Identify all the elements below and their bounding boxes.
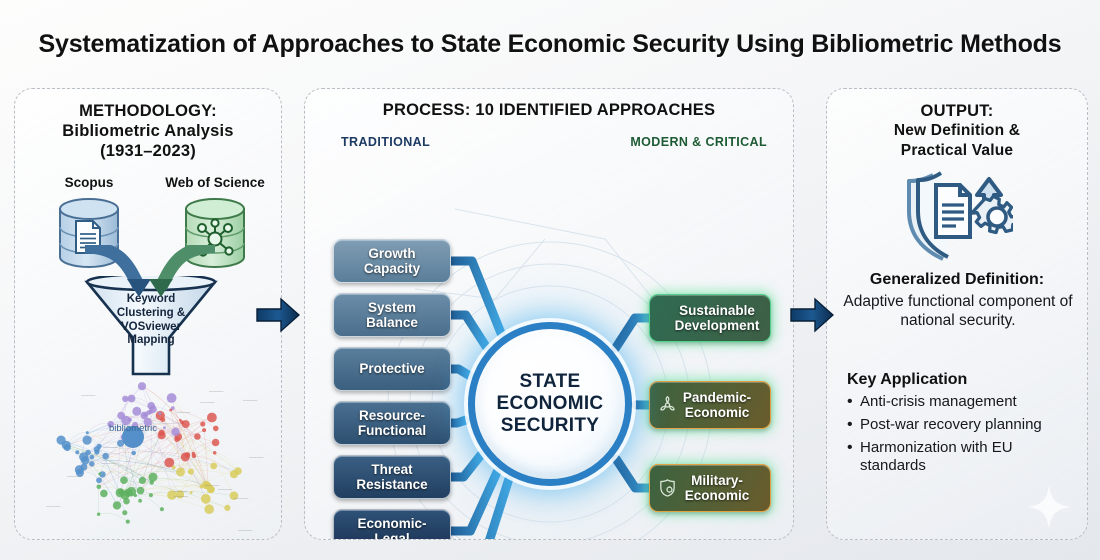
svg-text:————: ————: [249, 455, 264, 459]
definition-body: Adaptive functional component of nationa…: [843, 293, 1073, 330]
svg-text:————: ————: [218, 487, 233, 491]
approach-label-line1: Military-: [691, 472, 743, 488]
scopus-label: Scopus: [64, 175, 114, 190]
approach-label-line1: Growth: [368, 245, 416, 261]
svg-text:————: ————: [234, 496, 249, 500]
approach-label-line1: Resource-: [358, 407, 426, 423]
web-of-science-label: Web of Science: [165, 175, 265, 190]
key-application-title: Key Application: [847, 371, 968, 388]
approach-label-line1: Protective: [359, 361, 425, 377]
methodology-heading-line1: METHODOLOGY:: [79, 102, 217, 120]
svg-text:————: ————: [103, 445, 118, 449]
shield-gear-icon: [660, 479, 675, 497]
svg-text:————: ————: [209, 389, 224, 393]
page-title: Systematization of Approaches to State E…: [38, 30, 1062, 58]
output-heading-line2: New Definition &: [893, 122, 1021, 140]
definition-title: Generalized Definition:: [869, 271, 1045, 288]
svg-text:————: ————: [173, 489, 188, 493]
svg-text:————: ————: [205, 483, 220, 487]
hub-label-line3: SECURITY: [500, 415, 600, 437]
methodology-heading: METHODOLOGY: Bibliometric Analysis (1931…: [15, 101, 281, 161]
svg-text:————: ————: [243, 398, 258, 402]
modern-column-label: MODERN & CRITICAL: [630, 135, 767, 149]
approach-label-line2: Legal: [374, 531, 410, 540]
source-inflow-arrows: [84, 245, 216, 297]
sparkle-icon: [1027, 485, 1071, 529]
hub-label: STATE ECONOMIC SECURITY: [497, 371, 604, 437]
funnel-label-line4: Mapping: [127, 334, 175, 347]
svg-text:————: ————: [176, 410, 191, 414]
approach-label-line2: Functional: [357, 423, 427, 438]
approach-label-line2: Capacity: [363, 261, 421, 276]
approach-node-traditional-6[interactable]: Economic-Legal: [333, 509, 451, 540]
approach-node-modern-2[interactable]: Pandemic-Economic: [649, 381, 771, 429]
approach-label-line1: Threat: [371, 461, 413, 477]
methodology-panel: METHODOLOGY: Bibliometric Analysis (1931…: [14, 88, 282, 540]
approach-label-line2: Economic: [684, 488, 750, 503]
database-document-icon: [59, 198, 119, 268]
methodology-heading-line3: (1931–2023): [100, 142, 196, 161]
svg-text:————: ————: [81, 393, 96, 397]
approach-label-line1: System: [367, 299, 417, 315]
funnel-label: Keyword Clustering & VOSviewer Mapping: [85, 293, 217, 348]
approach-label-line1: Sustainable: [679, 302, 755, 318]
funnel-icon: [84, 276, 218, 376]
key-application-item-3: Harmonization with EU standards: [847, 438, 1073, 475]
process-heading: PROCESS: 10 IDENTIFIED APPROACHES: [382, 101, 716, 119]
traditional-column-label: TRADITIONAL: [341, 135, 431, 149]
output-heading-line1: OUTPUT:: [920, 102, 994, 120]
svg-text:————: ————: [67, 474, 82, 478]
svg-text:————: ————: [238, 528, 253, 532]
hub-label-line1: STATE: [519, 370, 581, 392]
vosviewer-network-map: ————————————————————————————————————————…: [46, 382, 264, 532]
funnel-label-line3: VOSviewer: [120, 320, 182, 333]
shield-document-gear-arrow-icon: [907, 171, 1013, 261]
output-panel: OUTPUT: New Definition & Practical Value…: [826, 88, 1088, 540]
network-center-label: bibliometric: [109, 423, 157, 434]
approach-label-line2: Economic: [684, 405, 750, 420]
arrow-center-to-right: [790, 297, 834, 333]
svg-text:————: ————: [174, 494, 189, 498]
svg-text:————: ————: [46, 504, 61, 508]
key-application-item-2: Post-war recovery planning: [847, 415, 1073, 434]
approach-label-line1: Pandemic-: [682, 389, 752, 405]
svg-text:————: ————: [101, 461, 116, 465]
arrow-left-to-center: [256, 297, 300, 333]
output-heading-line3: Practical Value: [900, 141, 1014, 159]
approach-node-traditional-3[interactable]: Protective: [333, 347, 451, 391]
approach-label-line2: Development: [674, 318, 760, 333]
funnel-label-line2: Clustering &: [116, 306, 186, 319]
key-application-list: Anti-crisis managementPost-war recovery …: [847, 392, 1073, 480]
approach-label-line1: Economic-: [357, 515, 427, 531]
methodology-heading-line2: Bibliometric Analysis: [62, 122, 234, 141]
approach-label-line2: Balance: [366, 315, 418, 330]
svg-text:————: ————: [200, 400, 215, 404]
approach-node-modern-3[interactable]: Military-Economic: [649, 464, 771, 512]
process-panel: PROCESS: 10 IDENTIFIED APPROACHES TRADIT…: [304, 88, 794, 540]
central-hub: STATE ECONOMIC SECURITY: [468, 322, 632, 486]
hub-label-line2: ECONOMIC: [496, 392, 604, 414]
biohazard-icon: [660, 395, 675, 411]
output-heading: OUTPUT: New Definition & Practical Value: [827, 101, 1087, 160]
key-application-item-1: Anti-crisis management: [847, 392, 1073, 411]
approach-node-traditional-4[interactable]: Resource-Functional: [333, 401, 451, 445]
approach-label-line2: Resistance: [356, 477, 428, 492]
